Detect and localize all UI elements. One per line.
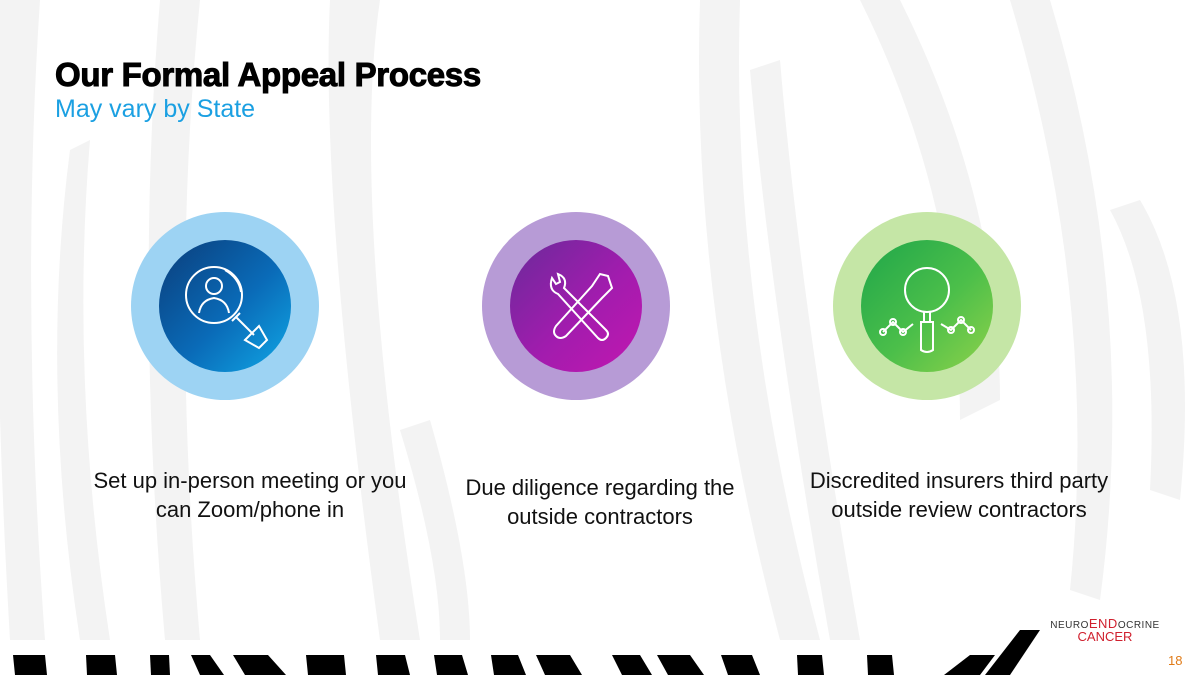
step-1-caption: Set up in-person meeting or you can Zoom… (93, 468, 407, 522)
slide-title: Our Formal Appeal Process (55, 56, 482, 94)
step-3-caption: Discredited insurers third party outside… (809, 468, 1109, 522)
step-2-circle (482, 212, 670, 400)
step-3-circle (833, 212, 1021, 400)
step-1-circle (131, 212, 319, 400)
slide-subtitle: May vary by State (55, 95, 256, 123)
magnifier-chart-icon (879, 267, 975, 353)
wrench-screwdriver-icon (549, 272, 614, 341)
step-2-caption: Due diligence regarding the outside cont… (465, 475, 735, 529)
page-number: 18 (1168, 653, 1183, 668)
magnifier-person-icon (185, 266, 269, 350)
neuroendocrine-cancer-logo: NEUROENDOCRINE CANCER (1050, 616, 1160, 644)
